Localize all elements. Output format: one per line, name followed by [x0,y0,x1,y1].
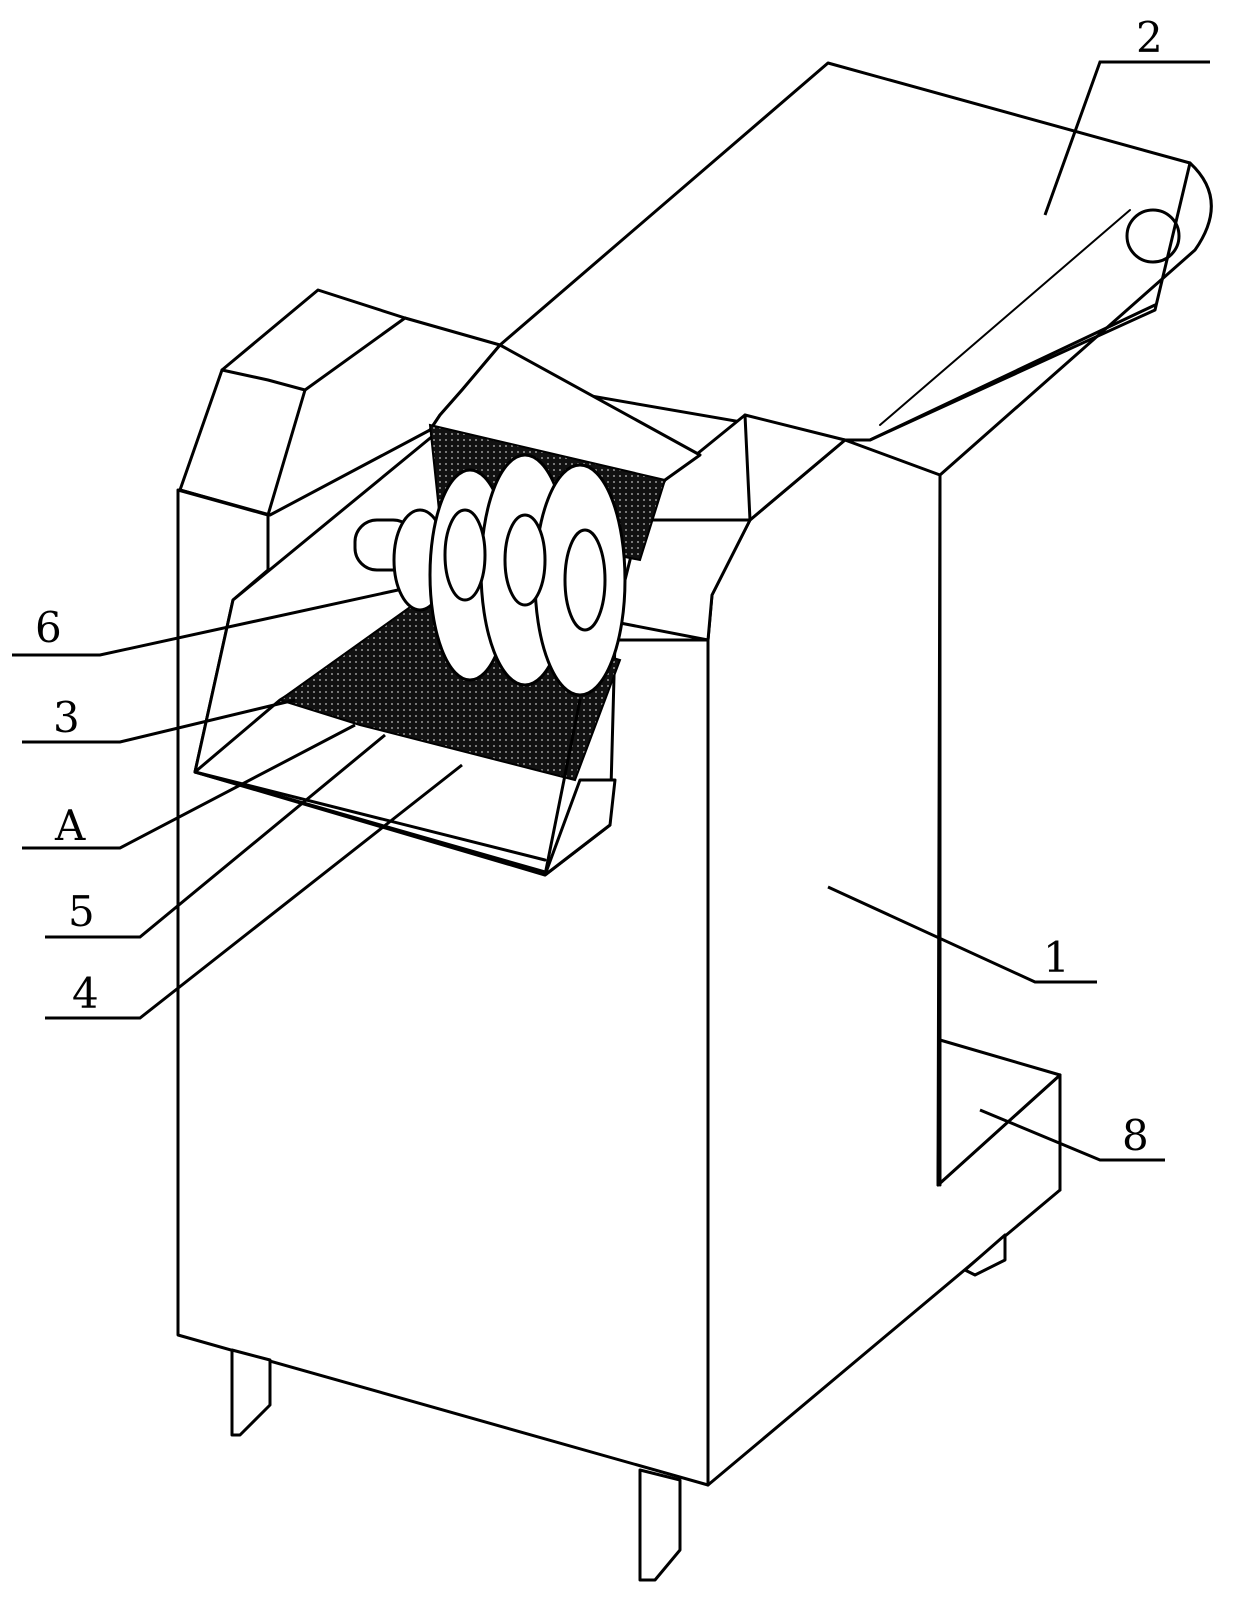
leader-lines [12,60,1210,1162]
label-detail-a: A [54,801,86,850]
legs [230,1233,1007,1582]
belt-roller [1125,208,1181,264]
label-part-8: 8 [1122,1111,1149,1160]
label-part-4: 4 [72,969,99,1018]
label-part-2: 2 [1136,13,1163,62]
label-part-5: 5 [68,887,95,936]
cutter-shaft [353,453,627,697]
label-part-1: 1 [1043,933,1070,982]
label-part-6: 6 [35,603,62,652]
part-labels: 2 1 8 6 3 A 5 4 [35,13,1163,1160]
label-part-3: 3 [53,693,80,742]
main-body [176,343,1062,1487]
